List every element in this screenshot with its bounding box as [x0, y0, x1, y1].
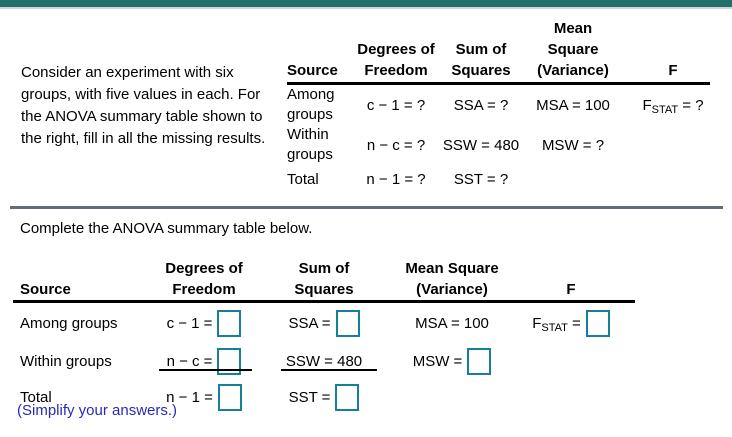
cell-ms-among: MSA = 100	[415, 314, 489, 332]
section-divider	[10, 206, 723, 209]
answer-input-ss-total[interactable]	[335, 383, 360, 411]
fstat-subscript: STAT	[651, 103, 679, 116]
row-label: Among groups	[20, 314, 118, 332]
table-row-among-groups: Among groups c − 1 = ? SSA = ? MSA = 100…	[287, 85, 727, 125]
fstat-subscript: STAT	[541, 321, 568, 334]
col-header-freedom: Freedom	[364, 62, 428, 79]
answer-input-df-total[interactable]	[217, 383, 242, 411]
row-label: Within groups	[287, 126, 333, 163]
table-row-total: Total n − 1 = ? SST = ?	[287, 165, 727, 193]
header-rule	[13, 300, 635, 303]
col-header-f: F	[668, 62, 678, 79]
total-sum-rule-df	[159, 369, 252, 371]
cell-ss-total: SST =	[260, 383, 388, 411]
cell-df-total: n − 1 =	[148, 383, 260, 411]
total-sum-rule-ss	[281, 369, 377, 371]
col-header-source: Source	[20, 281, 71, 298]
header-rule	[287, 82, 710, 85]
col-header-degrees-of: Degrees of	[357, 41, 435, 58]
col-header-variance: (Variance)	[416, 281, 488, 298]
table-row-total: Total n − 1 = SST =	[13, 379, 639, 415]
col-header-source: Source	[287, 62, 338, 79]
cell-ss-total: SST = ?	[453, 170, 509, 188]
answer-input-df-among[interactable]	[217, 309, 242, 337]
simplify-note: (Simplify your answers.)	[17, 402, 178, 419]
table-row-within-groups: Within groups n − c = ? SSW = 480 MSW = …	[287, 125, 727, 165]
intro-text: Consider an experiment with six groups, …	[21, 64, 266, 147]
col-header-mean-square: Mean Square	[405, 260, 499, 277]
cell-ss-within: SSW = 480	[285, 352, 363, 370]
row-label: Total	[287, 170, 319, 188]
col-header-sum-of: Sum of	[455, 41, 507, 58]
cell-ss-among: SSA =	[260, 309, 388, 337]
col-header-variance: (Variance)	[537, 62, 609, 79]
row-label: Within groups	[20, 352, 112, 370]
row-label: Among groups	[287, 86, 335, 123]
cell-ms-among: MSA = 100	[536, 96, 610, 114]
col-header-squares: Squares	[294, 281, 354, 298]
table-row-among-groups: Among groups c − 1 = SSA = MSA = 100 FST…	[13, 303, 639, 343]
answer-input-msw[interactable]	[467, 347, 492, 375]
col-header-mean: Mean	[553, 20, 593, 37]
top-accent-bar	[0, 0, 732, 9]
answer-input-fstat[interactable]	[585, 309, 610, 337]
col-header-f: F	[566, 281, 576, 298]
col-header-freedom: Freedom	[172, 281, 236, 298]
col-header-square: Square	[547, 41, 599, 58]
answer-anova-table: Degrees of Sum of Mean Square Source Fre…	[13, 256, 639, 415]
cell-df-within: n − c = ?	[366, 136, 426, 154]
reference-anova-table: Mean Degrees of Sum of Square Source Fre…	[287, 16, 727, 193]
cell-f-among: FSTAT =	[516, 309, 626, 337]
cell-df-total: n − 1 = ?	[366, 170, 426, 188]
cell-ms-within: MSW =	[388, 347, 516, 375]
answer-input-ss-among[interactable]	[335, 309, 360, 337]
cell-df-among: c − 1 = ?	[366, 96, 426, 114]
cell-ms-within: MSW = ?	[541, 136, 605, 154]
col-header-degrees-of: Degrees of	[165, 260, 243, 277]
col-header-squares: Squares	[451, 62, 511, 79]
table-row-within-groups: Within groups n − c = SSW = 480 MSW =	[13, 343, 639, 379]
cell-ss-within: SSW = 480	[442, 136, 520, 154]
row-label: Total	[20, 388, 52, 406]
cell-f-among: FSTAT = ?	[642, 96, 704, 116]
cell-ss-among: SSA = ?	[453, 96, 509, 114]
cell-df-among: c − 1 =	[148, 309, 260, 337]
instruction-text: Complete the ANOVA summary table below.	[20, 220, 313, 237]
col-header-sum-of: Sum of	[298, 260, 350, 277]
